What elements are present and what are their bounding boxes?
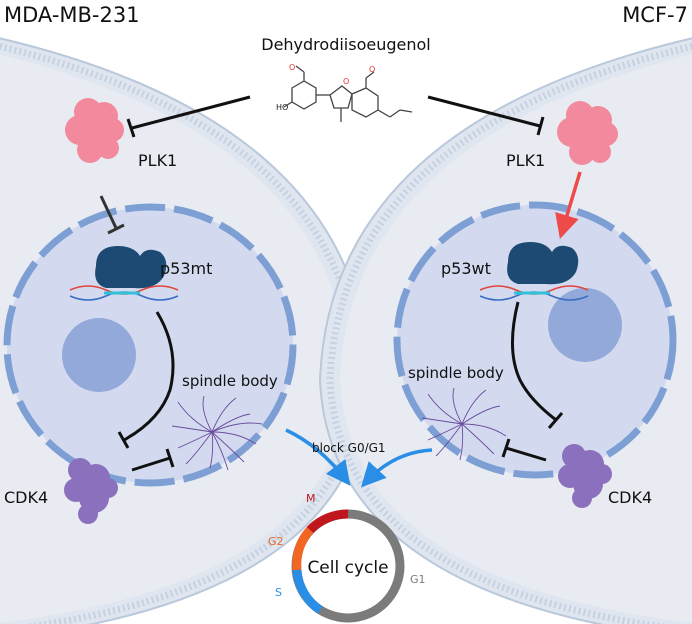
right-nucleus [393,201,677,479]
spindle-body-left-icon [171,395,263,471]
left-nucleus [3,203,297,487]
plk1-right-icon [557,101,618,165]
plk1-right-label: PLK1 [506,151,545,170]
cell-line-right-label: MCF-7 [622,3,688,27]
compound-label: Dehydrodiisoeugenol [261,35,430,54]
p53wt-inhibits-spindle [511,301,564,429]
cell-cycle-label: Cell cycle [307,558,388,578]
spindle-body-right-label: spindle body [408,364,504,382]
compound-structure-icon [283,65,413,122]
compound-heteroatom-labels: O HO O O [276,63,375,112]
phase-m-label: M [306,492,316,505]
cdk4-inhibition-right [501,438,547,462]
plk1-left-label: PLK1 [138,151,177,170]
phase-s-arc [292,569,323,614]
cdk4-inhibits-spindle-left [131,448,175,472]
cdk4-left-icon [64,458,118,524]
cdk4-right-label: CDK4 [608,488,652,507]
compound-inhibition-right [427,95,545,136]
phase-m-arc [306,509,349,534]
plk1-left-icon [65,98,124,163]
compound-inhibition-left [126,95,251,138]
svg-text:HO: HO [276,103,288,112]
svg-text:O: O [343,77,349,86]
p53wt-label: p53wt [441,259,491,278]
cell-line-left-label: MDA-MB-231 [4,3,140,27]
p53mt-label: p53mt [160,259,212,278]
cdk4-left-label: CDK4 [4,488,48,507]
spindle-body-right-icon [421,387,507,461]
p53wt-protein-icon [507,242,579,285]
p53mt-protein-icon [95,246,167,289]
cdk4-right-icon [558,444,612,508]
dna-right-icon [479,285,589,301]
plk1-activates-p53wt [555,171,582,240]
phase-g2-arc [292,526,314,571]
dna-left-icon [69,285,179,301]
right-cell [318,37,692,624]
left-cell [0,37,372,624]
cell-cycle-ring [291,509,405,623]
svg-text:O: O [369,65,375,74]
right-nucleolus [548,288,622,362]
svg-text:O: O [289,63,295,72]
spindle-body-left-label: spindle body [182,372,278,390]
right-cell-membrane-stripes [326,42,692,624]
phase-g2-label: G2 [268,535,284,548]
p53mt-inhibits-cdk4 [117,311,175,449]
phase-g1-label: G1 [410,573,426,586]
left-nucleolus [62,318,136,392]
plk1-inhibits-p53mt [99,195,125,235]
block-g0g1-label: block G0/G1 [312,441,386,455]
block-arrow-left [285,428,351,486]
block-arrow-right [360,448,433,488]
phase-s-label: S [275,586,282,599]
